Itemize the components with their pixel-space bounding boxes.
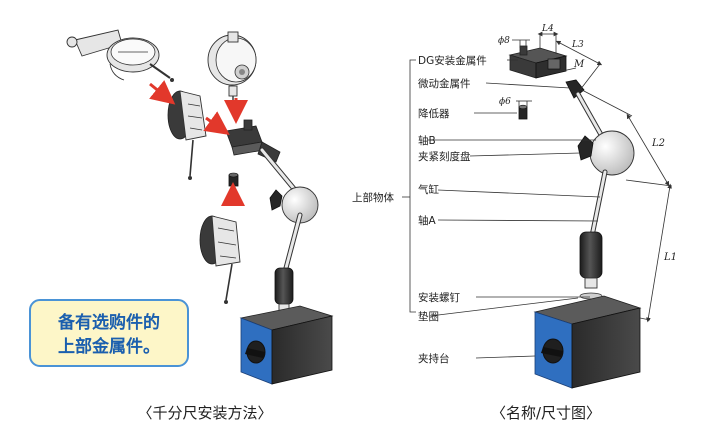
reducer-part	[518, 104, 528, 120]
dimension-lines: ϕ8 L4 L3 M ϕ6 L2 L1	[498, 24, 677, 323]
assembly-arrows	[149, 80, 248, 206]
leader-lines	[402, 59, 601, 359]
label-upper-body: 上部物体	[352, 191, 394, 204]
dim-phi8: ϕ8	[498, 36, 510, 46]
dial-indicator-middle	[167, 90, 207, 180]
label-cylinder: 气缸	[418, 183, 439, 196]
lever-indicator	[66, 29, 174, 82]
label-mount-screw: 安装螺钉	[418, 291, 460, 304]
right-stand	[533, 91, 642, 389]
label-reducer: 降低器	[418, 107, 450, 120]
label-holder-base: 夹持台	[418, 352, 450, 365]
dial-indicator-top	[207, 31, 257, 108]
label-clamp-dial: 夹紧刻度盘	[418, 150, 471, 163]
callout-line-2: 上部金属件。	[58, 336, 160, 357]
callout-line-1: 备有选购件的	[57, 312, 160, 333]
right-dimension-diagram: DG安装金属件 微动金属件 降低器 轴B 夹紧刻度盘 气缸 轴A 安装螺钉 垫圈…	[352, 24, 677, 422]
left-stand	[239, 147, 334, 385]
label-washer: 垫圈	[418, 310, 439, 323]
label-fine-adjust: 微动金属件	[418, 77, 471, 90]
callout-box: 备有选购件的 上部金属件。	[29, 299, 189, 367]
part-labels: DG安装金属件 微动金属件 降低器 轴B 夹紧刻度盘 气缸 轴A 安装螺钉 垫圈…	[352, 54, 487, 365]
left-caption: 〈千分尺安装方法〉	[137, 404, 272, 422]
reducer-piece	[228, 172, 239, 187]
right-caption: 〈名称/尺寸图〉	[491, 404, 601, 422]
dim-phi6: ϕ6	[499, 97, 511, 107]
label-shaft-b: 轴B	[418, 134, 436, 147]
dim-m: M	[573, 59, 585, 70]
upper-fitting	[225, 119, 281, 163]
left-installation-diagram: 备有选购件的 上部金属件。 〈千分尺安装方法〉	[29, 29, 334, 422]
dial-indicator-bottom	[199, 215, 241, 304]
label-shaft-a: 轴A	[418, 214, 436, 227]
dim-l4: L4	[541, 24, 554, 34]
dg-fitting-part	[508, 45, 568, 79]
dim-l1: L1	[663, 252, 677, 263]
label-dg-fitting: DG安装金属件	[418, 54, 487, 67]
dim-l3: L3	[571, 40, 584, 50]
dim-l2: L2	[651, 138, 665, 149]
